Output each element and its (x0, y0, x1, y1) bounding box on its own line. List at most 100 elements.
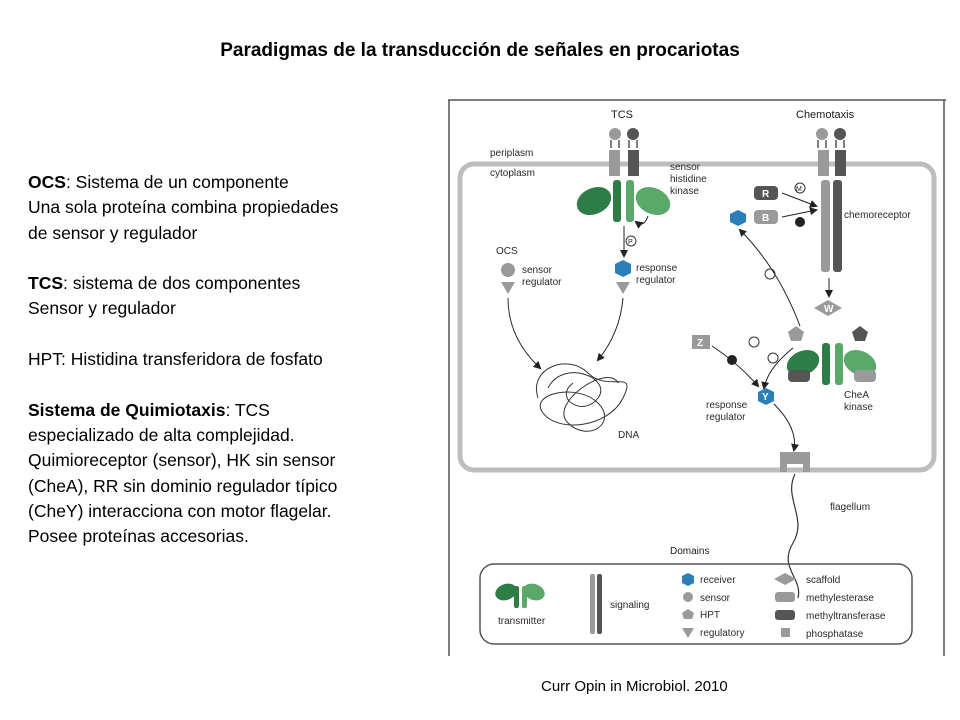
ocs-line2: Una sola proteína combina propiedades (28, 197, 339, 218)
chez-phosphatase (692, 335, 710, 349)
chea-to-cheb-arrow (738, 228, 801, 327)
m-letter-1: M (796, 186, 802, 193)
legend-transmitter: transmitter (498, 616, 546, 627)
legend-hpt: HPT (700, 610, 720, 621)
sensor-hk-label-2: histidine (670, 174, 707, 185)
chemotaxis-paragraph: Sistema de Quimiotaxis: TCS especializad… (28, 398, 428, 550)
response-reg-label-2: regulator (636, 275, 676, 286)
dna-tangle (535, 363, 628, 432)
legend-regulatory: regulatory (700, 628, 744, 639)
domains-title: Domains (670, 546, 709, 557)
legend-scaffold: scaffold (806, 575, 840, 586)
tcs-line1: : sistema de dos componentes (63, 273, 301, 294)
receiver-hexagon (615, 260, 631, 277)
methyl-icon-2 (795, 217, 805, 227)
tcs-header: TCS (611, 109, 633, 121)
legend-receiver-icon (682, 573, 694, 586)
flagellum-filament (787, 473, 800, 599)
flagellum-label: flagellum (830, 502, 870, 513)
page-title: Paradigmas de la transducción de señales… (220, 40, 740, 61)
ocs-term: OCS (28, 172, 66, 192)
cell-membrane (457, 161, 937, 473)
description-text: OCS: Sistema de un componente Una sola p… (28, 170, 428, 575)
ocs-label: OCS (496, 246, 518, 257)
methyltransferase-r (754, 186, 778, 200)
tcs-line2: Sensor y regulador (28, 298, 176, 319)
legend-methyltransferase-icon (775, 610, 795, 620)
response-reg-label-1: response (636, 263, 678, 274)
legend-signaling-icon (590, 574, 602, 634)
tcs-paragraph: TCS: sistema de dos componentes Sensor y… (28, 271, 428, 322)
legend-methylesterase-icon (775, 592, 795, 602)
legend-transmitter-icon (495, 583, 545, 608)
ocs-sensor-circle (501, 263, 515, 277)
tcs-term: TCS (28, 273, 63, 294)
phosphate-icon-5 (727, 355, 737, 365)
phosphate-icon-2 (764, 268, 776, 280)
z-letter: Z (697, 338, 703, 349)
legend-scaffold-icon (774, 573, 796, 585)
chemoreceptor-label: chemoreceptor (844, 210, 911, 221)
regulatory-triangle (616, 282, 630, 294)
w-letter: W (824, 304, 834, 315)
legend-phosphatase-icon (781, 628, 790, 637)
b-letter: B (762, 213, 769, 224)
legend-signaling: signaling (610, 600, 649, 611)
chew-scaffold (814, 300, 842, 316)
legend-receiver: receiver (700, 575, 736, 586)
r-letter: R (762, 189, 770, 200)
sensor-hk-label-1: sensor (670, 162, 701, 173)
phosphate-icon-3 (748, 336, 760, 348)
chemotaxis-line6: Posee proteínas accesorias. (28, 526, 249, 547)
tcs-to-dna-arrow (596, 297, 624, 362)
legend-methylesterase: methylesterase (806, 593, 874, 604)
chey-receiver-hexagon (758, 388, 774, 405)
response-reg2-label-1: response (706, 400, 748, 411)
chemotaxis-header: Chemotaxis (796, 109, 855, 121)
chemotaxis-line1: : TCS (225, 399, 270, 420)
tcs-sensor-kinase (576, 128, 671, 229)
phosphate-letter: P (628, 239, 633, 246)
dna-label: DNA (618, 430, 639, 441)
chea-label-1: CheA (844, 390, 869, 401)
chemotaxis-line5: (CheY) interacciona con motor flagelar. (28, 500, 332, 521)
chemotaxis-line4: (CheA), RR sin dominio regulador típico (28, 475, 338, 496)
chemoreceptor-shape (816, 128, 846, 272)
citation: Curr Opin in Microbiol. 2010 (541, 678, 728, 695)
figure-svg: TCS Chemotaxis periplasm cytoplasm senso… (448, 99, 946, 656)
signal-transduction-figure: TCS Chemotaxis periplasm cytoplasm senso… (448, 98, 946, 656)
legend-regulatory-icon (682, 628, 694, 638)
phosphate-icon (625, 235, 637, 247)
chea-label-2: kinase (844, 402, 873, 413)
sensor-hk-label-3: kinase (670, 186, 699, 197)
periplasm-label: periplasm (490, 148, 533, 159)
chemotaxis-term: Sistema de Quimiotaxis (28, 399, 226, 420)
methylesterase-b (754, 210, 778, 224)
response-reg2-label-2: regulator (706, 412, 746, 423)
b-demethyl-arrow (781, 207, 818, 218)
phosphate-icon-4 (767, 352, 779, 364)
hpt-paragraph: HPT: Histidina transferidora de fosfato (28, 347, 428, 372)
domains-legend (479, 563, 913, 645)
methyl-icon-1 (794, 182, 806, 194)
legend-methyltransferase: methyltransferase (806, 611, 886, 622)
ocs-line3: de sensor y regulador (28, 222, 198, 243)
ocs-line1: : Sistema de un componente (65, 172, 289, 192)
sensor-reg-label-1: sensor (522, 265, 553, 276)
hpt-line: HPT: Histidina transferidora de fosfato (28, 349, 323, 370)
chemotaxis-line2: especializado de alta complejidad. (28, 424, 295, 445)
cheb-receiver-hexagon (730, 210, 746, 226)
flagellar-motor (780, 452, 810, 472)
legend-phosphatase: phosphatase (806, 629, 864, 640)
chemotaxis-line3: Quimioreceptor (sensor), HK sin sensor (28, 450, 336, 471)
legend-hpt-icon (682, 609, 694, 619)
r-methyl-arrow (781, 192, 818, 208)
chea-to-chey-arrow (761, 347, 794, 390)
sensor-reg-label-2: regulator (522, 277, 562, 288)
chea-kinase (786, 326, 877, 385)
z-to-y-arrow (711, 345, 760, 388)
y-letter: Y (762, 392, 769, 403)
legend-sensor-icon (683, 592, 693, 602)
ocs-regulatory-triangle (501, 282, 515, 294)
ocs-paragraph: OCS: Sistema de un componente Una sola p… (28, 170, 428, 246)
